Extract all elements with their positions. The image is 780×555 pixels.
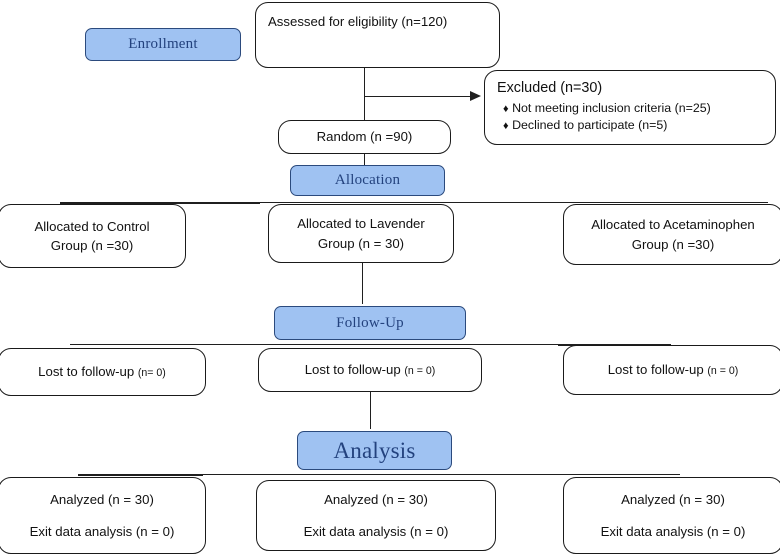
- analyzed-control-line2: Exit data analysis (n = 0): [29, 524, 175, 539]
- excluded-reason-1-text: Not meeting inclusion criteria (n=25): [512, 100, 711, 115]
- analyzed-lavender-line1: Analyzed (n = 30): [324, 491, 428, 507]
- connector-allocation-to-followup: [362, 263, 363, 304]
- allocated-control-line1: Allocated to Control: [34, 218, 150, 234]
- box-lost-followup-lavender: Lost to follow-up (n = 0): [258, 348, 482, 392]
- box-lost-followup-acetaminophen: Lost to follow-up (n = 0): [563, 345, 780, 395]
- excluded-reason-2: ♦ Declined to participate (n=5): [497, 117, 667, 134]
- connector-random-to-allocation: [364, 154, 365, 165]
- stage-label-enrollment: Enrollment: [85, 28, 241, 61]
- lost-followup-lavender-label: Lost to follow-up: [304, 362, 405, 378]
- allocated-control-line2: Group (n =30): [50, 238, 134, 253]
- analyzed-lavender-line2: Exit data analysis (n = 0): [303, 524, 449, 539]
- excluded-title: Excluded (n=30): [497, 80, 603, 96]
- excluded-reason-1: ♦ Not meeting inclusion criteria (n=25): [497, 100, 711, 117]
- stage-label-analysis: Analysis: [297, 431, 452, 470]
- randomized-text: Random (n =90): [316, 129, 413, 145]
- box-allocated-acetaminophen: Allocated to Acetaminophen Group (n =30): [563, 204, 780, 265]
- split-line-allocation-right: [258, 202, 768, 203]
- bullet-icon: ♦: [503, 119, 509, 132]
- box-lost-followup-control: Lost to follow-up (n= 0): [0, 348, 206, 396]
- box-analyzed-acetaminophen: Analyzed (n = 30) Exit data analysis (n …: [563, 477, 780, 554]
- lost-followup-control-text: Lost to follow-up (n= 0): [38, 362, 166, 381]
- split-line-allocation-left: [60, 202, 260, 204]
- lost-followup-control-count: (n= 0): [137, 367, 166, 380]
- lost-followup-lavender-text: Lost to follow-up (n = 0): [305, 360, 436, 379]
- stage-label-followup: Follow-Up: [274, 306, 466, 340]
- allocated-acetaminophen-line2: Group (n =30): [631, 236, 715, 252]
- lost-followup-control-label: Lost to follow-up: [38, 364, 138, 380]
- excluded-reason-2-text: Declined to participate (n=5): [512, 117, 668, 132]
- box-allocated-lavender: Allocated to Lavender Group (n = 30): [268, 204, 454, 263]
- split-line-followup-left: [70, 344, 560, 345]
- lost-followup-lavender-count: (n = 0): [404, 365, 436, 378]
- allocated-lavender-line1: Allocated to Lavender: [297, 216, 425, 232]
- analyzed-acetaminophen-line1: Analyzed (n = 30): [621, 491, 725, 507]
- box-analyzed-control: Analyzed (n = 30) Exit data analysis (n …: [0, 477, 206, 554]
- assessed-text: Assessed for eligibility (n=120): [268, 14, 448, 29]
- lost-followup-acetaminophen-label: Lost to follow-up: [607, 362, 708, 378]
- box-excluded: Excluded (n=30) ♦ Not meeting inclusion …: [484, 70, 776, 145]
- connector-to-excluded: [364, 96, 472, 97]
- box-analyzed-lavender: Analyzed (n = 30) Exit data analysis (n …: [256, 480, 496, 551]
- bullet-icon: ♦: [503, 102, 509, 115]
- split-line-analysis-right: [200, 474, 680, 475]
- box-assessed-for-eligibility: Assessed for eligibility (n=120): [255, 2, 500, 68]
- stage-label-allocation: Allocation: [290, 165, 445, 196]
- analyzed-acetaminophen-line2: Exit data analysis (n = 0): [600, 524, 746, 539]
- box-allocated-control: Allocated to Control Group (n =30): [0, 204, 186, 268]
- lost-followup-acetaminophen-text: Lost to follow-up (n = 0): [608, 360, 739, 379]
- allocated-acetaminophen-line1: Allocated to Acetaminophen: [591, 217, 755, 233]
- connector-assessed-to-random: [364, 68, 365, 120]
- analyzed-control-line1: Analyzed (n = 30): [50, 491, 154, 507]
- arrowhead-to-excluded: [470, 90, 481, 101]
- lost-followup-acetaminophen-count: (n = 0): [707, 365, 739, 378]
- allocated-lavender-line2: Group (n = 30): [317, 235, 405, 251]
- box-randomized: Random (n =90): [278, 120, 451, 154]
- connector-followup-to-analysis: [370, 392, 371, 429]
- split-line-analysis-left: [78, 474, 203, 476]
